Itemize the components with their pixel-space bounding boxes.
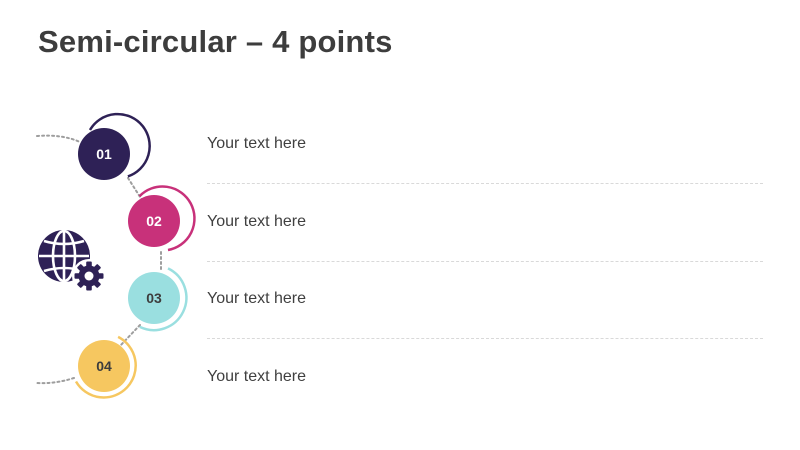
step-01-ring [88,112,151,178]
step-01-text: Your text here [207,135,307,152]
step-02-ring [138,185,196,252]
step-03-number: 03 [146,290,162,306]
slide-title: Semi-circular – 4 points [38,24,393,59]
step-01-marker: 01 [78,112,151,180]
step-04-number: 04 [96,358,112,374]
step-03-circle [128,272,180,324]
row-divider [207,183,763,184]
step-02-marker: 02 [128,185,196,252]
step-03-marker: 03 [128,267,188,332]
step-04-ring [74,335,137,399]
step-04-circle [78,340,130,392]
step-02-text: Your text here [207,213,307,230]
row-divider [207,338,763,339]
step-04-marker: 04 [74,335,137,399]
row-divider [207,261,763,262]
step-01-circle [78,128,130,180]
step-03-ring [139,267,188,332]
step-02-number: 02 [146,213,162,229]
step-01-number: 01 [96,146,112,162]
step-02-circle [128,195,180,247]
step-03-text: Your text here [207,290,307,307]
step-04-text: Your text here [207,368,307,385]
globe-gear-icon [38,229,106,293]
